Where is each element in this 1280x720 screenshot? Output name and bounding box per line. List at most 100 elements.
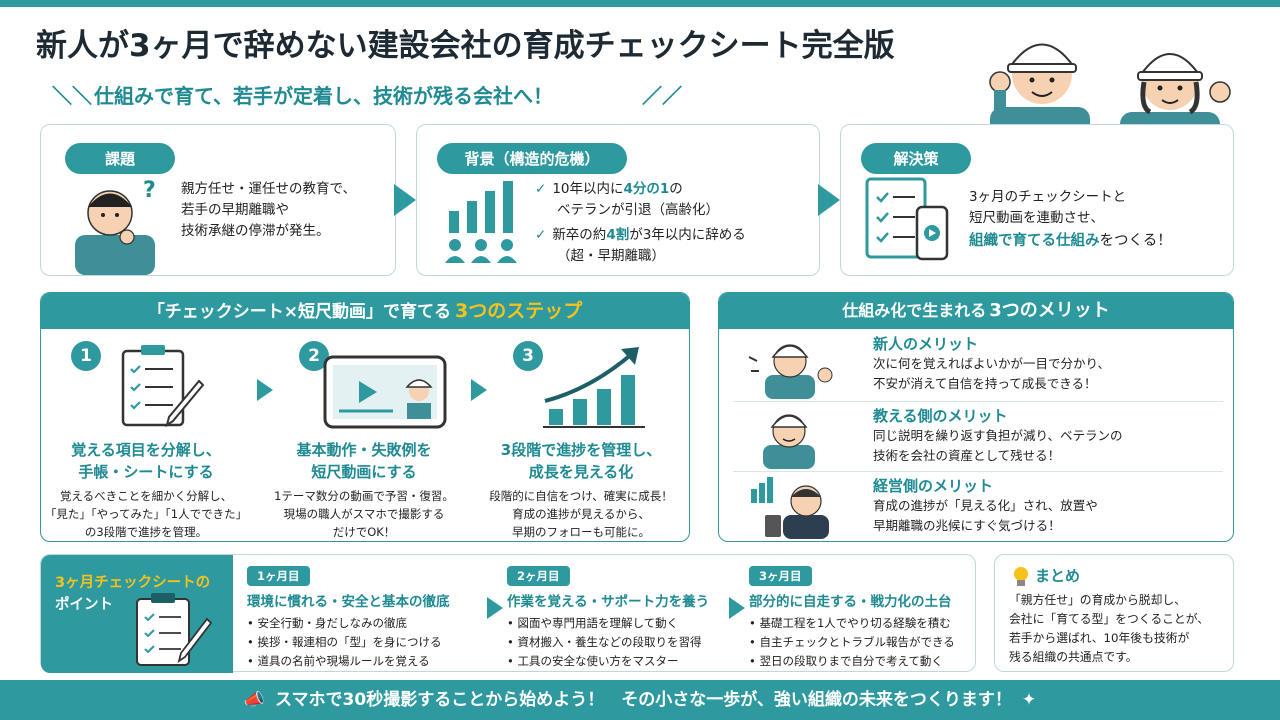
step-3-desc-line-2: 育成の進捗が見えるから、 xyxy=(512,507,650,521)
steps-heading-b: 3つのステップ xyxy=(455,300,583,322)
summary-label: まとめ xyxy=(1035,567,1081,585)
month-3-item: 翌日の段取りまで自分で考えて動く xyxy=(749,652,973,671)
merit-3-desc-line-1: 育成の進捗が「見える化」され、放置や xyxy=(873,498,1098,513)
month-3-title: 部分的に自走する・戦力化の土台 xyxy=(749,594,952,610)
background-item-2-a: 新卒の約 xyxy=(552,227,607,243)
background-text: ✓10年以内に4分の1の ベテランが引退（高齢化） ✓新卒の約4割が3年以内に辞… xyxy=(535,179,817,267)
summary-line-1: 「親方任せ」の育成から脱却し、 xyxy=(1009,593,1186,607)
step-1-desc: 覚えるべきことを細かく分解し、 「見た」「やってみた」「1人でできた」 の3段階… xyxy=(41,487,251,541)
month-3-item: 自主チェックとトラブル報告ができる xyxy=(749,633,973,652)
page-title: 新人が3ヶ月で辞めない建設会社の育成チェックシート完全版 xyxy=(36,28,895,64)
summary-text: 「親方任せ」の育成から脱却し、 会社に「育てる型」をつくることが、 若手から選ば… xyxy=(1009,591,1231,667)
step-2-desc-line-2: 現場の職人がスマホで撮影する xyxy=(283,507,445,521)
background-item-2: ✓新卒の約4割が3年以内に辞める xyxy=(535,225,817,246)
arrow-right-icon xyxy=(394,184,416,216)
problem-label: 課題 xyxy=(65,143,175,174)
merit-item-2: 教える側のメリット 同じ説明を繰り返す負担が減り、ベテランの 技術を会社の資産と… xyxy=(873,405,1229,466)
month-3-list: 基礎工程を1人でやり切る経験を積む 自主チェックとトラブル報告ができる 翌日の段… xyxy=(749,614,973,671)
step-1-desc-line-2: 「見た」「やってみた」「1人でできた」 xyxy=(44,507,248,521)
month-1-block: 1ヶ月目 環境に慣れる・安全と基本の徹底 安全行動・身だしなみの徹底 挨拶・報連… xyxy=(247,565,497,671)
problem-line-2: 若手の早期離職や xyxy=(181,202,289,218)
month-2-title: 作業を覚える・サポート力を養う xyxy=(507,594,710,610)
subtitle-row: ＼＼ 仕組みで育て、若手が定着し、技術が残る会社へ！ ／／ xyxy=(52,80,712,108)
veteran-avatar-icon xyxy=(763,414,815,469)
solution-text: 3ヶ月のチェックシートと 短尺動画を連動させ、 組織で育てる仕組みをつくる！ xyxy=(969,187,1231,252)
month-3-block: 3ヶ月目 部分的に自走する・戦力化の土台 基礎工程を1人でやり切る経験を積む 自… xyxy=(749,565,973,671)
merit-item-3: 経営側のメリット 育成の進捗が「見える化」され、放置や 早期離職の兆候にすぐ気づ… xyxy=(873,475,1229,536)
lightbulb-icon xyxy=(1014,567,1028,586)
month-3-pill: 3ヶ月目 xyxy=(749,566,812,586)
merit-2-desc-line-2: 技術を会社の資産として残せる！ xyxy=(873,448,1061,463)
step-2-title: 基本動作・失敗例を 短尺動画にする xyxy=(259,439,469,483)
slash-deco-right: ／／ xyxy=(642,84,682,108)
svg-text:?: ? xyxy=(143,178,156,203)
growth-chart-icon xyxy=(543,347,645,428)
background-item-1-a: 10年以内に xyxy=(552,181,624,197)
merit-2-title: 教える側のメリット xyxy=(873,407,1008,425)
solution-line-1: 3ヶ月のチェックシートと xyxy=(969,189,1127,205)
month-2-block: 2ヶ月目 作業を覚える・サポート力を養う 図面や専門用語を理解して動く 資材搬入… xyxy=(507,565,737,671)
month-1-item: 道具の名前や現場ルールを覚える xyxy=(247,652,497,671)
step-2-desc-line-3: だけでOK！ xyxy=(332,525,396,539)
bar-people-icon xyxy=(445,181,517,263)
checksheet-label-panel: 3ヶ月チェックシートの ポイント xyxy=(41,555,233,673)
merits-heading-a: 仕組み化で生まれる xyxy=(842,301,987,320)
solution-highlight: 組織で育てる仕組み xyxy=(969,233,1100,249)
worried-person-icon: ? xyxy=(75,178,156,275)
step-1-title-line-1: 覚える項目を分解し、 xyxy=(71,441,221,459)
arrow-right-icon xyxy=(818,184,840,216)
checksheet-label-line-1: 3ヶ月チェックシートの xyxy=(55,575,211,591)
newcomer-avatar-icon xyxy=(748,344,833,399)
month-2-item: 図面や専門用語を理解して動く xyxy=(507,614,737,633)
arrow-right-icon xyxy=(487,597,503,619)
solution-line-3: 組織で育てる仕組みをつくる！ xyxy=(969,231,1231,252)
checksheet-label-line-2: ポイント xyxy=(55,597,113,613)
background-label: 背景（構造的危機） xyxy=(437,143,627,174)
merits-heading-b: 3つのメリット xyxy=(989,300,1110,321)
month-3-item: 基礎工程を1人でやり切る経験を積む xyxy=(749,614,973,633)
divider xyxy=(733,471,1223,472)
manager-avatar-icon xyxy=(751,477,829,539)
sparkle-icon: ✦ xyxy=(1021,690,1037,710)
month-1-pill: 1ヶ月目 xyxy=(247,566,310,586)
background-card: 背景（構造的危機） ✓10年以内に4分の1の ベテランが引退（高齢化） ✓新卒の… xyxy=(416,124,820,276)
top-accent-bar xyxy=(0,0,1280,7)
merit-2-desc-line-1: 同じ説明を繰り返す負担が減り、ベテランの xyxy=(873,428,1123,443)
problem-line-1: 親方任せ・運任せの教育で、 xyxy=(181,181,356,197)
summary-line-3: 若手から選ばれ、10年後も技術が xyxy=(1009,631,1190,645)
check-icon: ✓ xyxy=(535,181,547,197)
arrow-right-icon xyxy=(729,597,745,619)
month-2-item: 資材搬入・養生などの段取りを習得 xyxy=(507,633,737,652)
footer-banner: 📣スマホで30秒撮影することから始めよう！ その小さな一歩が、強い組織の未来をつ… xyxy=(0,680,1280,720)
solution-line-2: 短尺動画を連動させ、 xyxy=(969,210,1104,226)
merit-1-desc-line-2: 不安が消えて自信を持って成長できる！ xyxy=(873,376,1097,391)
background-item-2-c: が3年以内に辞める xyxy=(629,227,746,243)
checklist-phone-icon xyxy=(865,177,949,261)
merit-item-1: 新人のメリット 次に何を覚えればよいかが一目で分かり、 不安が消えて自信を持って… xyxy=(873,333,1229,394)
month-1-item: 挨拶・報連相の「型」を身につける xyxy=(247,633,497,652)
solution-card: 解決策 3ヶ月のチェックシートと 短尺動画を連動させ、 組織で育てる仕組みをつく… xyxy=(840,124,1234,276)
background-item-2-b: 4割 xyxy=(606,227,630,243)
month-1-item: 安全行動・身だしなみの徹底 xyxy=(247,614,497,633)
step-1-title-line-2: 手帳・シートにする xyxy=(78,463,214,481)
merit-3-title: 経営側のメリット xyxy=(873,477,994,495)
summary-card: まとめ 「親方任せ」の育成から脱却し、 会社に「育てる型」をつくることが、 若手… xyxy=(994,554,1234,672)
clipboard-pencil-icon xyxy=(121,345,205,427)
background-item-2-d: （超・早期離職） xyxy=(557,248,665,264)
step-3-title-line-1: 3段階で進捗を管理し、 xyxy=(500,441,662,459)
problem-card: 課題 ? 親方任せ・運任せの教育で、 若手の早期離職や 技術承継の停滞が発生。 xyxy=(40,124,396,276)
merit-3-desc-line-2: 早期離職の兆候にすぐ気づける！ xyxy=(873,518,1061,533)
month-2-item: 工具の安全な使い方をマスター xyxy=(507,652,737,671)
arrow-right-icon xyxy=(471,379,487,401)
step-3-title-line-2: 成長を見える化 xyxy=(528,463,634,481)
merit-1-title: 新人のメリット xyxy=(873,335,979,353)
month-2-pill: 2ヶ月目 xyxy=(507,566,570,586)
month-2-list: 図面や専門用語を理解して動く 資材搬入・養生などの段取りを習得 工具の安全な使い… xyxy=(507,614,737,671)
solution-line-3-rest: をつくる！ xyxy=(1099,233,1172,249)
step-number-1: 1 xyxy=(71,341,101,371)
merit-1-desc-line-1: 次に何を覚えればよいかが一目で分かり、 xyxy=(873,356,1111,371)
background-item-1-c: の xyxy=(669,181,683,197)
